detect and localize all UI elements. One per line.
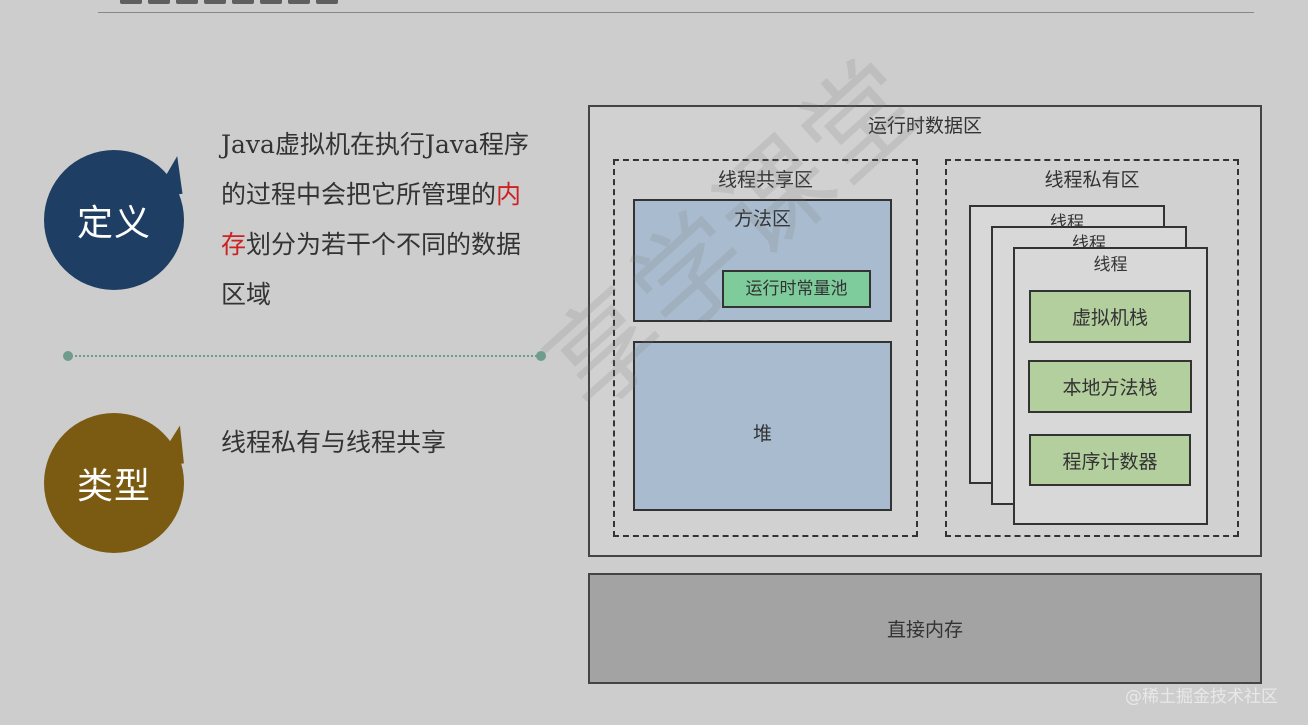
runtime-constant-pool: 运行时常量池 [722,270,871,308]
direct-memory-label: 直接内存 [886,619,963,641]
header-title-fragment [120,0,390,6]
type-bubble-label: 类型 [76,466,151,507]
vm-stack: 虚拟机栈 [1029,290,1191,343]
heap-area: 堆 [633,341,892,511]
divider-dot-right [536,351,546,361]
header-rule [98,12,1254,13]
type-text: 线程私有与线程共享 [221,428,447,457]
vm-stack-label: 虚拟机栈 [1071,307,1148,329]
program-counter-label: 程序计数器 [1062,450,1158,473]
thread-shared-area: 线程共享区 [613,159,918,537]
native-method-stack: 本地方法栈 [1028,360,1192,413]
definition-text-part2: 划分为若干个不同的数据区域 [221,230,522,309]
method-area-label: 方法区 [733,208,791,230]
native-method-stack-label: 本地方法栈 [1062,377,1158,399]
divider-dot-left [63,351,73,361]
bubble-tail [150,425,184,467]
definition-text-part1: Java虚拟机在执行Java程序的过程中会把它所管理的 [221,130,529,209]
thread-private-area: 线程私有区 [945,159,1239,537]
runtime-data-area-label: 运行时数据区 [867,115,982,137]
definition-highlight: 内存 [221,180,522,259]
thread-label: 线程 [1093,255,1128,275]
type-bubble: 类型 [44,413,184,553]
thread-shared-area-label: 线程共享区 [717,169,813,191]
section-divider [68,355,540,357]
heap-label: 堆 [752,423,772,445]
definition-bubble-label: 定义 [76,203,151,244]
program-counter: 程序计数器 [1029,434,1191,486]
bubble-tail [147,156,183,198]
site-credit: @稀土掘金技术社区 [1125,687,1278,707]
runtime-constant-pool-label: 运行时常量池 [745,279,848,299]
definition-bubble: 定义 [44,150,184,290]
definition-text: Java虚拟机在执行Java程序的过程中会把它所管理的内存划分为若干个不同的数据… [221,120,541,320]
thread-private-area-label: 线程私有区 [1044,169,1140,191]
direct-memory: 直接内存 [588,573,1262,684]
